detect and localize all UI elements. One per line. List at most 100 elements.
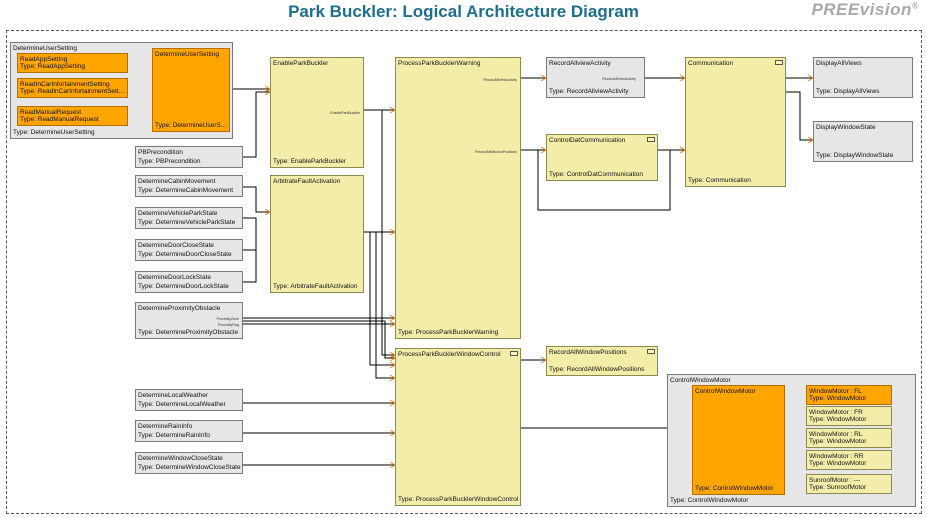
corner-icon xyxy=(775,60,783,65)
block-name: ArbitrateFaultActivation xyxy=(273,178,341,185)
block-window-motor-rl[interactable]: WindowMotor : RL Type: WindowMotor xyxy=(806,428,892,448)
port-label: EnableParkBuckler xyxy=(330,111,360,115)
block-name: Communication xyxy=(688,60,734,67)
block-name: RecordAllviewActivity xyxy=(549,60,611,67)
block-determine-cabin-movement[interactable]: DetermineCabinMovement Type: DetermineCa… xyxy=(135,175,243,197)
block-display-window-state[interactable]: DisplayWindowState Type: DisplayWindowSt… xyxy=(813,121,913,162)
wire-pbprec-enable xyxy=(243,92,270,158)
block-read-incar-setting[interactable]: ReadInCarInfortainmentSetting Type: Read… xyxy=(17,78,128,98)
block-display-all-views[interactable]: DisplayAllViews Type: DisplayAllViews xyxy=(813,57,913,98)
block-type: Type: ReadAppSetting xyxy=(20,62,86,70)
block-name: ControlWindowMotor xyxy=(695,388,756,395)
block-type: Type: DetermineCabinMovement xyxy=(138,186,234,194)
block-window-motor-fl[interactable]: WindowMotor : FL Type: WindowMotor xyxy=(806,385,892,405)
block-control-dat-communication[interactable]: ControlDatCommunication Type: ControlDat… xyxy=(546,134,658,181)
block-name: ReadInCarInfortainmentSetting xyxy=(20,81,110,88)
block-control-window-motor-inner[interactable]: ControlWindowMotor Type: ControlWindowMo… xyxy=(692,385,785,495)
block-name: EnableParkBuckler xyxy=(273,60,329,67)
port-label: RecordAllViewActivity xyxy=(602,77,636,81)
block-name: DetermineCabinMovement xyxy=(138,178,216,185)
block-type: Type: ControlDatCommunication xyxy=(549,170,643,178)
block-name: ControlDatCommunication xyxy=(549,137,626,144)
block-determine-door-lock-state[interactable]: DetermineDoorLockState Type: DetermineDo… xyxy=(135,271,243,293)
wire-comm-dispwin xyxy=(786,91,813,140)
block-record-all-window-positions[interactable]: RecordAllWindowPositions Type: RecordAll… xyxy=(546,346,658,376)
block-name: ReadManualRequest xyxy=(20,109,82,116)
registered-mark: ® xyxy=(911,0,919,11)
block-name: ProcessParkBucklerWindowControl xyxy=(398,351,501,358)
wire-prox-ppbwc xyxy=(243,320,395,358)
block-determine-door-close-state[interactable]: DetermineDoorCloseState Type: DetermineD… xyxy=(135,239,243,261)
block-determine-rain-info[interactable]: DetermineRainInfo Type: DetermineRainInf… xyxy=(135,420,243,442)
block-name: DetermineRainInfo xyxy=(138,423,193,430)
corner-icon xyxy=(510,351,518,356)
block-determine-window-close-state[interactable]: DetermineWindowCloseState Type: Determin… xyxy=(135,452,243,474)
block-window-motor-rr[interactable]: WindowMotor : RR Type: WindowMotor xyxy=(806,450,892,470)
diagram-frame xyxy=(6,30,922,514)
block-type: Type: DetermineWindowCloseState xyxy=(138,463,241,471)
corner-icon xyxy=(647,349,655,354)
block-sunroof-motor[interactable]: SunroofMotor : --- Type: SunroofMotor xyxy=(806,474,892,494)
block-type: Type: DetermineRainInfo xyxy=(138,431,210,439)
wire-vpark xyxy=(243,217,257,225)
block-name: DetermineProximityObstacle xyxy=(138,305,221,312)
block-type: Type: WindowMotor xyxy=(809,459,867,467)
block-arbitrate-fault-activation[interactable]: ArbitrateFaultActivation Type: Arbitrate… xyxy=(270,175,364,293)
block-type: Type: WindowMotor xyxy=(809,415,867,423)
block-name: ProcessParkBucklerWarning xyxy=(398,60,481,67)
block-type: Type: DetermineDoorLockState xyxy=(138,282,229,290)
block-type: Type: RecordAllWindowPositions xyxy=(549,365,645,373)
block-type: Type: WindowMotor xyxy=(809,437,867,445)
block-name: DetermineDoorLockState xyxy=(138,274,211,281)
block-name: DetermineVehicleParkState xyxy=(138,210,218,217)
block-name: DetermineLocalWeather xyxy=(138,392,208,399)
block-name: WindowMotor : FR xyxy=(809,409,863,416)
block-type: Type: ReadInCarInfortainmentSett... xyxy=(20,87,125,95)
logo-text: PREEvision xyxy=(811,0,912,19)
wire-dclose xyxy=(243,225,257,251)
wire-arbit-ppbwc xyxy=(364,231,395,378)
block-name: DetermineDoorCloseState xyxy=(138,242,214,249)
block-type: Type: SunroofMotor xyxy=(809,483,867,491)
block-determine-vehicle-park-state[interactable]: DetermineVehicleParkState Type: Determin… xyxy=(135,207,243,229)
block-determine-user-setting-inner[interactable]: DetermineUserSetting Type: DetermineUser… xyxy=(152,48,230,132)
block-enable-park-buckler[interactable]: EnableParkBuckler EnableParkBuckler Type… xyxy=(270,57,364,168)
group-type: Type: DetermineUserSetting xyxy=(13,128,95,136)
block-read-manual-request[interactable]: ReadManualRequest Type: ReadManualReques… xyxy=(17,106,128,126)
block-communication[interactable]: Communication Type: Communication xyxy=(685,57,786,187)
block-pb-precondition[interactable]: PBPrecondition Type: PBPrecondition xyxy=(135,146,243,168)
block-type: Type: EnableParkBuckler xyxy=(273,157,346,165)
block-type: Type: ProcessParkBucklerWarning xyxy=(398,328,499,336)
block-name: DisplayWindowState xyxy=(816,124,876,131)
block-type: Type: DetermineVehicleParkState xyxy=(138,218,236,226)
port-label: RecordAllViewActivity xyxy=(483,78,517,82)
preevision-logo: PREEvision® xyxy=(811,0,919,20)
corner-icon xyxy=(647,137,655,142)
block-type: Type: Communication xyxy=(688,176,751,184)
block-read-app-setting[interactable]: ReadAppSetting Type: ReadAppSetting xyxy=(17,53,128,73)
block-name: PBPrecondition xyxy=(138,149,183,156)
diagram-title: Park Buckler: Logical Architecture Diagr… xyxy=(288,2,639,21)
wire-cabin xyxy=(243,186,270,212)
block-process-park-buckler-warning[interactable]: ProcessParkBucklerWarning RecordAllViewA… xyxy=(395,57,521,339)
block-name: WindowMotor : FL xyxy=(809,388,862,395)
block-record-allview-activity[interactable]: RecordAllviewActivity RecordAllViewActiv… xyxy=(546,57,645,98)
block-name: WindowMotor : RL xyxy=(809,431,863,438)
block-determine-proximity-obstacle[interactable]: DetermineProximityObstacle ProximityZone… xyxy=(135,302,243,339)
block-name: DetermineUserSetting xyxy=(155,51,219,58)
block-type: Type: DisplayAllViews xyxy=(816,87,880,95)
group-name: DetermineUserSetting xyxy=(13,45,77,52)
port-label: ProximityZone xyxy=(216,317,239,321)
group-name: ControlWindowMotor xyxy=(670,377,731,384)
block-window-motor-fr[interactable]: WindowMotor : FR Type: WindowMotor xyxy=(806,406,892,426)
group-type: Type: ControlWindowMotor xyxy=(670,496,749,504)
port-label: ProximityFlag xyxy=(217,323,239,327)
block-type: Type: DetermineLocalWeather xyxy=(138,400,226,408)
block-determine-local-weather[interactable]: DetermineLocalWeather Type: DetermineLoc… xyxy=(135,389,243,411)
block-type: Type: DetermineDoorCloseState xyxy=(138,250,232,258)
block-name: SunroofMotor : --- xyxy=(809,477,861,484)
block-name: RecordAllWindowPositions xyxy=(549,349,627,356)
block-name: WindowMotor : RR xyxy=(809,453,864,460)
block-type: Type: DetermineUserS... xyxy=(155,121,227,129)
block-process-park-buckler-window-control[interactable]: ProcessParkBucklerWindowControl Type: Pr… xyxy=(395,348,521,506)
